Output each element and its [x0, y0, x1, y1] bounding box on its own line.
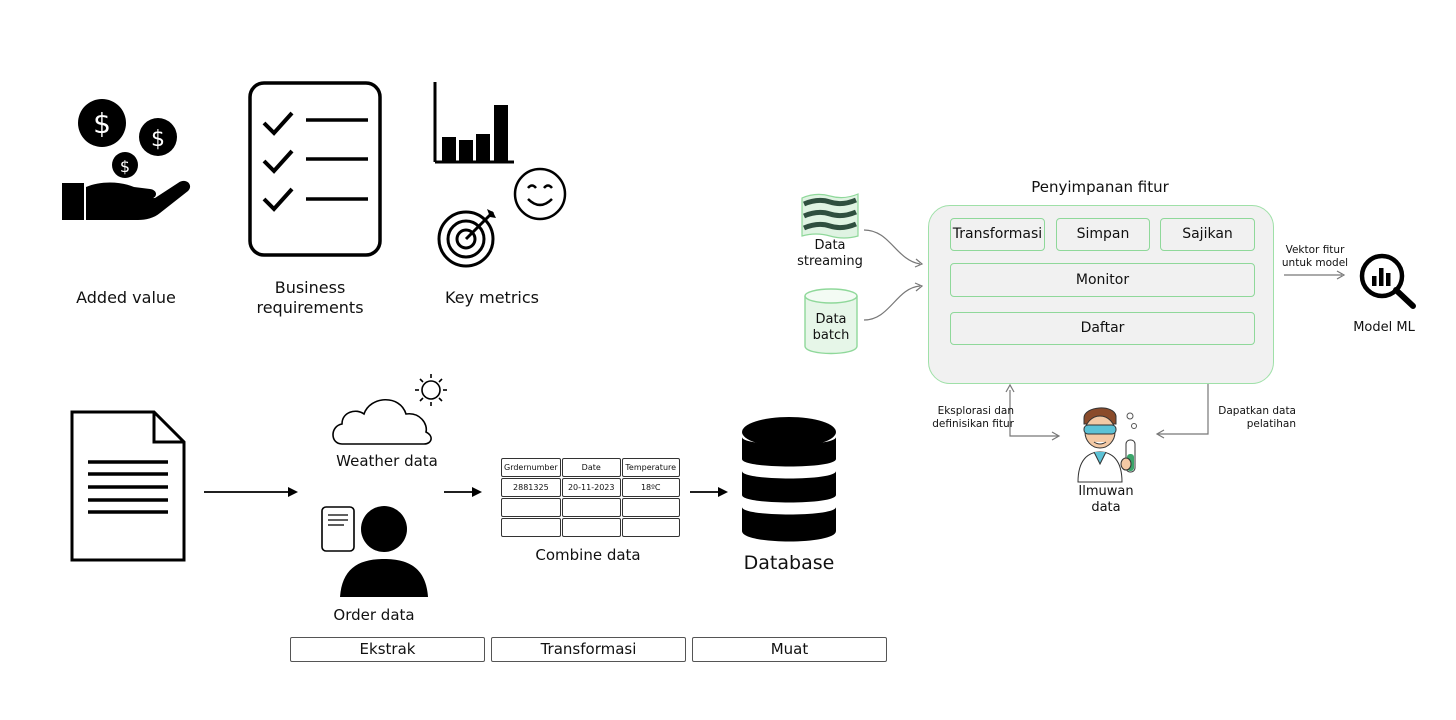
smiley-icon: [513, 167, 567, 221]
key-metrics-label: Key metrics: [445, 288, 539, 307]
monitor-button: Monitor: [950, 263, 1255, 297]
checklist-icon: [248, 81, 382, 257]
streaming-icon: [801, 193, 859, 239]
register-button: Daftar: [950, 312, 1255, 345]
training-label: Dapatkan data pelatihan: [1218, 405, 1296, 431]
table-header-cell: Date: [561, 458, 621, 477]
hand-coins-icon: $ $ $: [62, 99, 191, 220]
target-icon: [437, 209, 496, 268]
table-header-row: Grdernumber Date Temperature: [501, 458, 680, 477]
transform-button: Transformasi: [950, 218, 1045, 251]
order-data-label: Order data: [333, 606, 415, 624]
explore-label: Eksplorasi dan definisikan fitur: [932, 405, 1014, 431]
table-cell: 2881325: [501, 478, 561, 497]
added-value-label: Added value: [76, 288, 176, 307]
step-load: Muat: [692, 637, 887, 662]
business-requirements-label: Business requirements: [256, 278, 364, 317]
table-cell: 18ºC: [621, 478, 680, 497]
table-cell: 20-11-2023: [561, 478, 621, 497]
arrow-icon: [690, 487, 728, 497]
table-cell: [621, 498, 680, 517]
combined-table: Grdernumber Date Temperature 2881325 20-…: [500, 457, 681, 538]
svg-text:$: $: [120, 157, 130, 176]
batch-label: Data batch: [812, 312, 850, 344]
order-person-icon: [321, 506, 428, 597]
streaming-label: Data streaming: [797, 238, 863, 270]
table-row: [501, 518, 680, 537]
database-label: Database: [743, 552, 835, 574]
arrow-icon: [1155, 384, 1209, 439]
scientist-label: Ilmuwan data: [1078, 484, 1134, 516]
table-header-cell: Temperature: [621, 458, 680, 477]
arrow-icon: [863, 282, 924, 321]
model-label: Model ML: [1353, 320, 1415, 335]
weather-data-label: Weather data: [336, 452, 438, 470]
combine-data-label: Combine data: [535, 546, 641, 564]
model-magnifier-icon: [1359, 253, 1416, 309]
cloud-sun-icon: [332, 374, 447, 445]
arrow-icon: [863, 229, 924, 268]
table-cell: [501, 498, 561, 517]
serve-button: Sajikan: [1160, 218, 1255, 251]
store-button: Simpan: [1056, 218, 1150, 251]
arrow-icon: [1284, 270, 1346, 280]
table-header-cell: Grdernumber: [501, 458, 561, 477]
svg-text:$: $: [93, 107, 111, 140]
arrow-icon: [1005, 383, 1061, 441]
table-cell: [621, 518, 680, 537]
data-scientist-icon: [1077, 407, 1137, 483]
bar-chart-icon: [433, 82, 514, 164]
arrow-icon: [204, 487, 298, 497]
table-row: 2881325 20-11-2023 18ºC: [501, 478, 680, 497]
table-cell: [501, 518, 561, 537]
feature-store-panel: Transformasi Simpan Sajikan Monitor Daft…: [928, 205, 1274, 384]
table-row: [501, 498, 680, 517]
database-icon: [742, 417, 836, 542]
batch-cylinder-icon: [804, 288, 858, 355]
document-icon: [70, 410, 186, 562]
table-cell: [561, 518, 621, 537]
step-extract: Ekstrak: [290, 637, 485, 662]
table-cell: [561, 498, 621, 517]
svg-text:$: $: [151, 127, 165, 152]
vector-label: Vektor fitur untuk model: [1281, 244, 1349, 270]
feature-store-title: Penyimpanan fitur: [1031, 178, 1169, 196]
step-transform: Transformasi: [491, 637, 686, 662]
arrow-icon: [444, 487, 482, 497]
